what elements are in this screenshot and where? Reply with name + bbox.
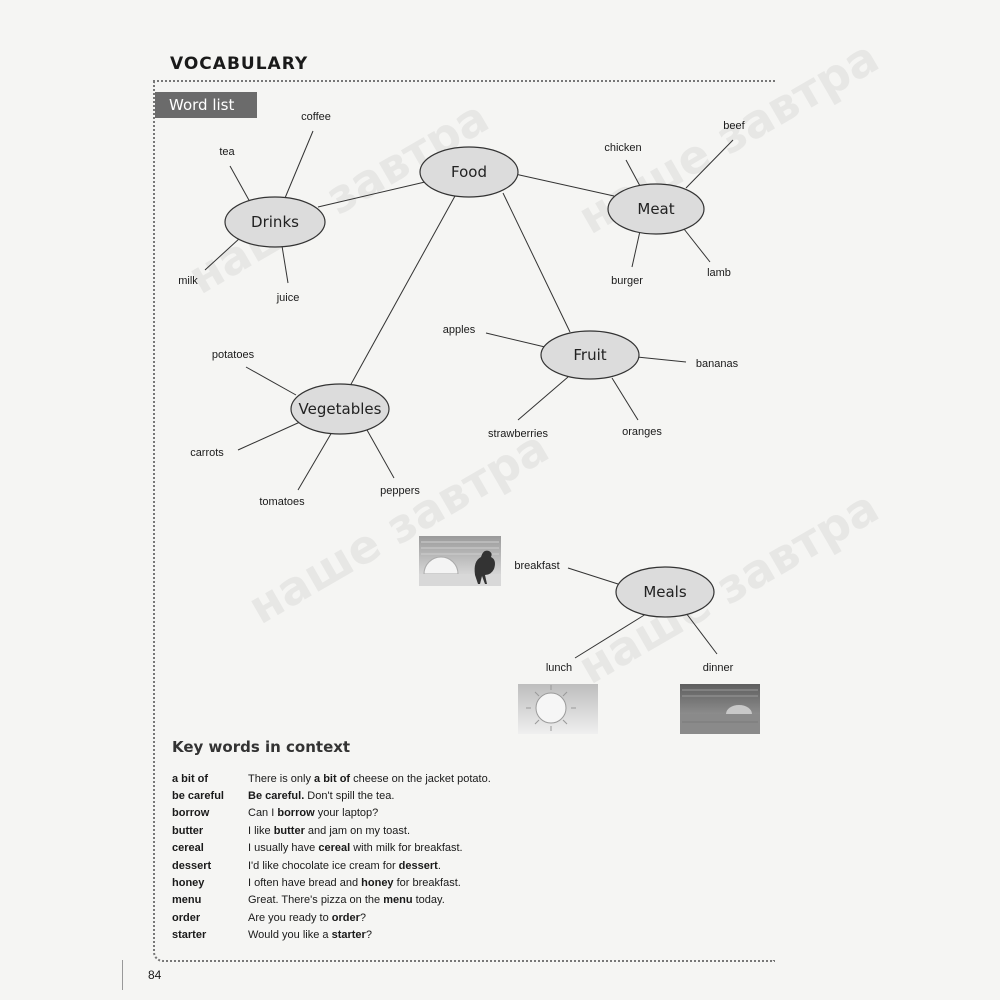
key-word-example: Can I borrow your laptop? [248, 807, 379, 820]
key-words-title: Key words in context [172, 738, 351, 756]
key-word-row: order Are you ready to order? [172, 909, 732, 926]
key-word-example: Be careful. Don't spill the tea. [248, 790, 395, 803]
key-word-term: order [172, 911, 201, 924]
key-word-example: I like butter and jam on my toast. [248, 824, 411, 837]
sunset-icon [680, 684, 760, 734]
key-word-example: Would you like a starter? [248, 929, 372, 942]
word-coffee: coffee [301, 111, 331, 123]
key-word-term: be careful [172, 790, 224, 803]
key-word-example: I often have bread and honey for breakfa… [248, 877, 461, 890]
section-title: VOCABULARY [170, 54, 309, 74]
word-lamb: lamb [707, 267, 731, 279]
section-frame [153, 80, 775, 962]
word-dinner: dinner [703, 662, 734, 674]
drinks-label: Drinks [251, 213, 299, 231]
vegetables-label: Vegetables [299, 400, 382, 418]
word-breakfast: breakfast [514, 560, 559, 572]
key-word-term: starter [172, 929, 207, 942]
word-lunch: lunch [546, 662, 572, 674]
key-word-row: butter I like butter and jam on my toast. [172, 822, 732, 839]
word-list-tab: Word list [155, 92, 257, 118]
meals-node [615, 566, 715, 618]
key-word-example: There is only a bit of cheese on the jac… [248, 772, 491, 785]
fruit-label: Fruit [573, 346, 606, 364]
sun-icon [518, 684, 598, 734]
key-word-example: Are you ready to order? [248, 911, 367, 924]
word-bananas: bananas [696, 358, 739, 370]
word-peppers: peppers [380, 485, 420, 497]
key-word-row: be careful Be careful. Don't spill the te… [172, 787, 732, 804]
key-word-row: menu Great. There's pizza on the menu tod… [172, 892, 732, 909]
food-node [419, 146, 519, 198]
key-word-term: menu [172, 894, 202, 907]
word-tea: tea [219, 146, 235, 158]
word-carrots: carrots [190, 447, 224, 459]
key-word-example: I'd like chocolate ice cream for dessert… [248, 859, 441, 872]
food-label: Food [451, 163, 487, 181]
word-milk: milk [178, 275, 198, 287]
word-beef: beef [723, 120, 745, 132]
word-juice: juice [276, 292, 300, 304]
key-word-term: butter [172, 824, 204, 837]
key-word-term: dessert [172, 859, 212, 872]
key-word-example: I usually have cereal with milk for brea… [248, 842, 463, 855]
word-strawberries: strawberries [488, 428, 548, 440]
word-chicken: chicken [604, 142, 641, 154]
word-oranges: oranges [622, 426, 662, 438]
key-word-row: starter Would you like a starter? [172, 927, 732, 944]
word-apples: apples [443, 324, 476, 336]
key-word-row: dessert I'd like chocolate ice cream for … [172, 857, 732, 874]
key-word-row: cereal I usually have cereal with milk fo… [172, 840, 732, 857]
meat-node [607, 183, 705, 235]
page-number-divider [122, 960, 123, 990]
key-word-row: a bit of There is only a bit of cheese on… [172, 770, 732, 787]
key-words-list: a bit of There is only a bit of cheese on… [172, 770, 732, 944]
key-word-row: honey I often have bread and honey for br… [172, 874, 732, 891]
key-word-term: honey [172, 877, 205, 890]
page-number: 84 [148, 968, 162, 982]
word-burger: burger [611, 275, 643, 287]
meat-label: Meat [637, 200, 674, 218]
drinks-node [224, 196, 326, 248]
key-word-term: borrow [172, 807, 210, 820]
key-word-term: a bit of [172, 772, 209, 785]
vegetables-node [290, 383, 390, 435]
fruit-node [540, 330, 640, 380]
word-tomatoes: tomatoes [259, 496, 305, 508]
word-potatoes: potatoes [212, 349, 255, 361]
sunrise-rooster-icon [419, 536, 501, 586]
key-word-row: borrow Can I borrow your laptop? [172, 805, 732, 822]
key-word-term: cereal [172, 842, 204, 855]
meals-label: Meals [643, 583, 687, 601]
key-word-example: Great. There's pizza on the menu today. [248, 894, 445, 907]
